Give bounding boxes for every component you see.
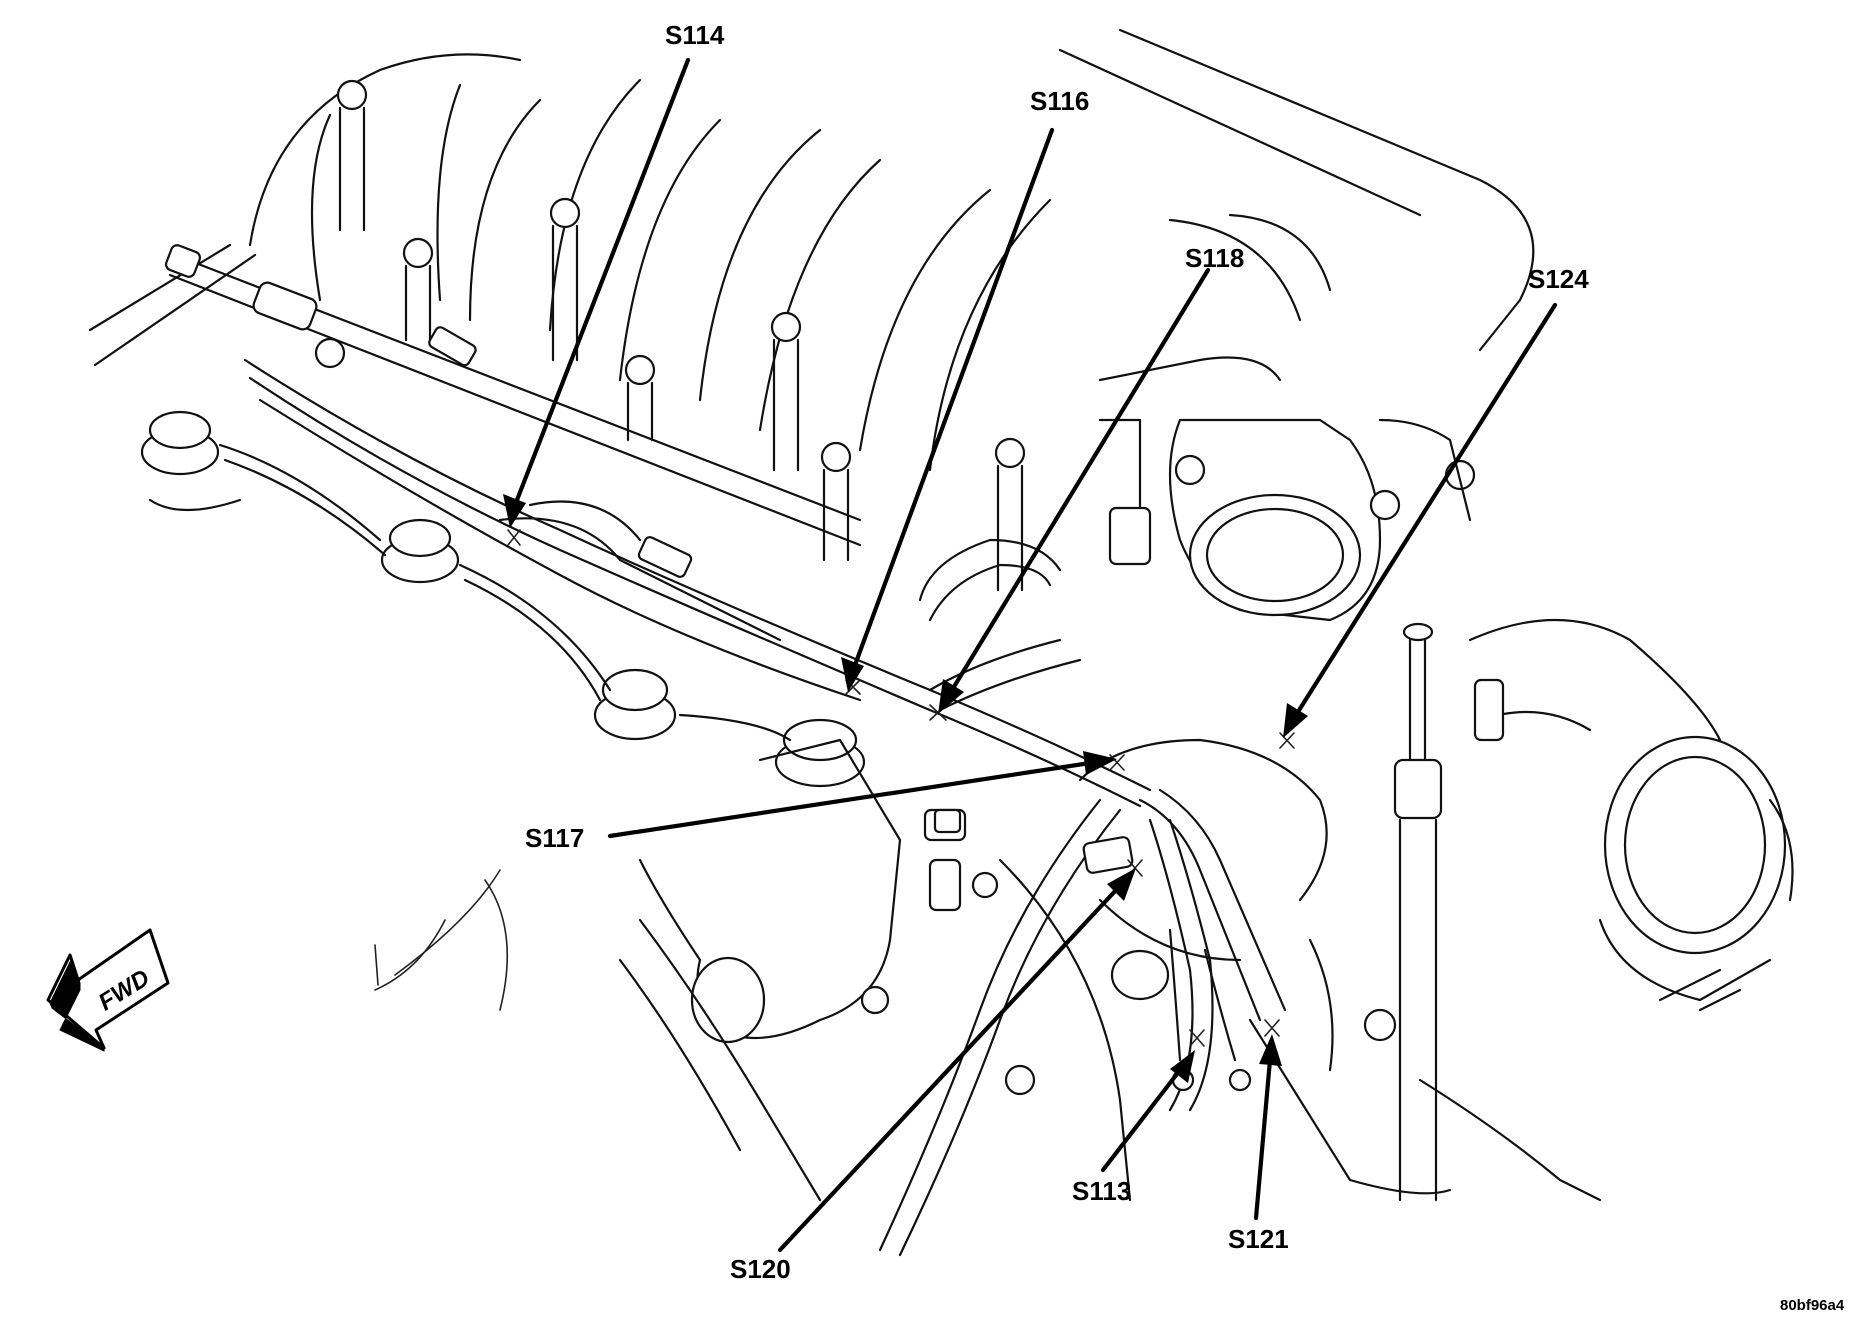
callout-s118: S118 bbox=[1185, 243, 1244, 273]
callout-s124: S124 bbox=[1528, 264, 1589, 294]
throttle-body bbox=[1098, 356, 1476, 622]
splice-marks bbox=[507, 529, 1295, 1047]
forward-arrow-icon: FWD bbox=[46, 928, 170, 1052]
figure-code: 80bf96a4 bbox=[1780, 1297, 1845, 1314]
callout-leaders bbox=[503, 57, 1558, 1253]
manifold-bolts bbox=[314, 79, 1026, 592]
leader-s120 bbox=[777, 868, 1136, 1253]
callout-s120: S120 bbox=[730, 1254, 791, 1284]
intake-elbow bbox=[1468, 618, 1794, 1012]
leader-s113 bbox=[1100, 1050, 1195, 1173]
callout-s116: S116 bbox=[1030, 86, 1089, 116]
leader-s114 bbox=[503, 57, 691, 528]
engine-line-art bbox=[88, 28, 1794, 1257]
coil-boots bbox=[140, 410, 866, 788]
wiring-harness bbox=[243, 326, 1287, 1257]
lower-engine bbox=[618, 738, 1602, 1202]
callout-s117: S117 bbox=[525, 823, 584, 853]
leader-s117 bbox=[607, 751, 1117, 839]
callout-s121: S121 bbox=[1228, 1224, 1289, 1254]
leader-s116 bbox=[841, 127, 1055, 692]
pcv-pipe bbox=[1393, 622, 1443, 1202]
callout-s114: S114 bbox=[665, 20, 725, 50]
leader-s124 bbox=[1283, 302, 1558, 738]
leader-s118 bbox=[938, 267, 1211, 714]
leader-s121 bbox=[1253, 1034, 1282, 1221]
callout-s113: S113 bbox=[1072, 1176, 1131, 1206]
